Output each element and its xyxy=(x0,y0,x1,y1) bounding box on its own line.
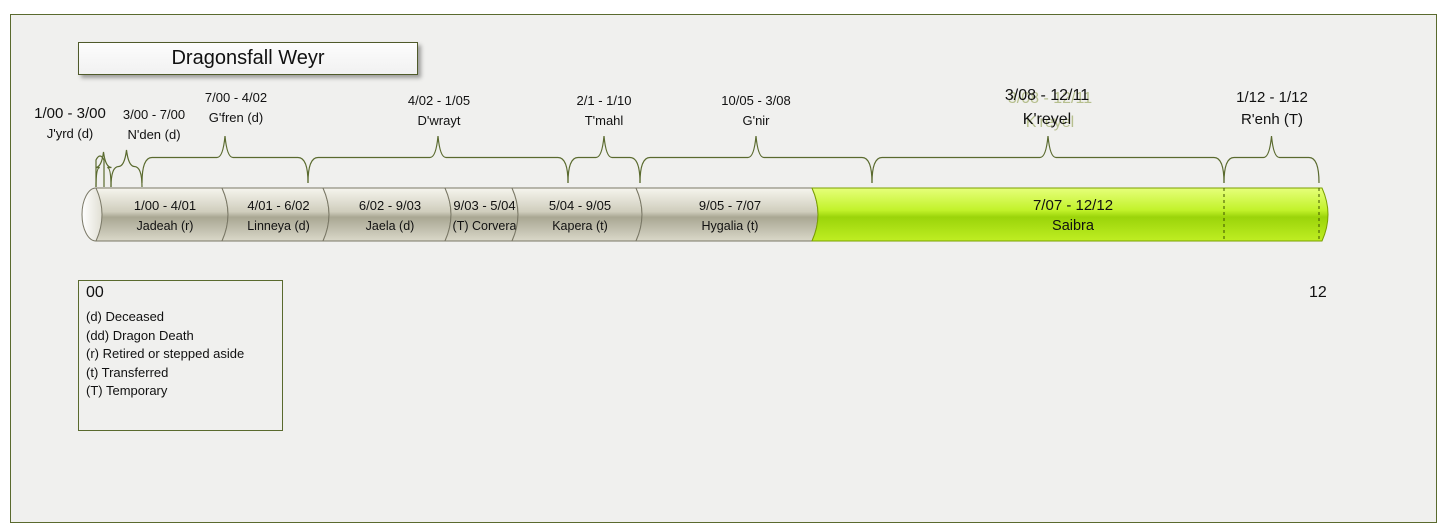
bracket-tick xyxy=(95,155,105,187)
legend-item-temporary: (T) Temporary xyxy=(86,383,168,398)
segment-shape xyxy=(221,187,330,242)
bracket-g-fren-d xyxy=(141,135,309,184)
title-box: Dragonsfall Weyr xyxy=(78,42,418,75)
weyrleader-dates: 2/1 - 1/10 xyxy=(577,93,632,108)
segment-shape xyxy=(95,187,229,242)
segment-shape xyxy=(635,187,819,242)
page-title: Dragonsfall Weyr xyxy=(171,47,325,69)
weyrwoman-name: Jadeah (r) xyxy=(137,219,194,233)
weyrleader-name: G'nir xyxy=(742,113,770,128)
legend-item-retired: (r) Retired or stepped aside xyxy=(86,346,245,361)
segment-shape xyxy=(444,187,519,242)
bracket-k-reyel xyxy=(871,135,1225,184)
weyrwoman-name: Linneya (d) xyxy=(247,219,310,233)
bracket-r-enh-t xyxy=(1223,135,1320,184)
weyrleader-name: N'den (d) xyxy=(127,127,180,142)
weyrwoman-dates: 1/00 - 4/01 xyxy=(134,198,196,213)
segment-shape xyxy=(511,187,643,242)
weyrwoman-dates: 7/07 - 12/12 xyxy=(1033,197,1113,214)
weyrleader-name: R'enh (T) xyxy=(1241,111,1303,128)
weyrleader-name: J'yrd (d) xyxy=(47,126,94,141)
weyrwoman-name: Kapera (t) xyxy=(552,219,608,233)
weyrleader-name: G'fren (d) xyxy=(209,110,264,125)
weyrleader-labels: 1/00 - 3/00J'yrd (d) 3/00 - 7/00N'den (d)… xyxy=(34,87,1308,142)
segment-shape xyxy=(811,187,1329,242)
weyrleader-n-den-d: 3/00 - 7/00N'den (d) xyxy=(123,107,185,142)
bracket-n-den-d xyxy=(110,149,143,188)
weyrleader-r-enh-t: 1/12 - 1/12R'enh (T) xyxy=(1236,89,1308,128)
weyrleader-g-nir: 10/05 - 3/08G'nir xyxy=(721,93,790,128)
weyrwoman-dates: 9/05 - 7/07 xyxy=(699,198,761,213)
weyrwoman-name: Saibra xyxy=(1052,218,1095,234)
bracket-d-wrayt xyxy=(307,135,569,184)
weyrleader-dates: 10/05 - 3/08 xyxy=(721,93,790,108)
weyrleader-name: D'wrayt xyxy=(418,113,461,128)
weyrwoman-segment-t-corvera: 9/03 - 5/04 (T) Corvera xyxy=(444,187,519,242)
bracket-j-yrd-d xyxy=(95,151,112,188)
weyrleader-dates: 4/02 - 1/05 xyxy=(408,93,470,108)
legend: 00 (d) Deceased (dd) Dragon Death (r) Re… xyxy=(78,280,283,431)
weyrleader-d-wrayt: 4/02 - 1/05D'wrayt xyxy=(408,93,470,128)
timeline-end-label: 12 xyxy=(1309,284,1327,301)
weyrleader-name-shadow: K'reyel xyxy=(1026,114,1074,131)
weyrleader-name: T'mahl xyxy=(585,113,624,128)
weyrleader-brackets xyxy=(95,135,1320,188)
segment-shape xyxy=(322,187,452,242)
weyrleader-j-yrd-d: 1/00 - 3/00J'yrd (d) xyxy=(34,105,106,141)
legend-heading: 00 xyxy=(86,284,104,301)
weyrleader-dates: 7/00 - 4/02 xyxy=(205,90,267,105)
weyrwoman-dates: 4/01 - 6/02 xyxy=(247,198,309,213)
weyrleader-dates: 3/08 - 12/11 xyxy=(1005,87,1089,104)
weyrleader-dates-shadow: 3/08 - 12/11 xyxy=(1008,90,1092,107)
legend-item-transferred: (t) Transferred xyxy=(86,364,169,380)
weyrleader-name: K'reyel xyxy=(1023,111,1071,128)
diagram-canvas xyxy=(10,14,1437,523)
legend-item-dragon-death: (dd) Dragon Death xyxy=(86,327,194,343)
weyrwoman-name: Hygalia (t) xyxy=(702,219,759,233)
weyrwoman-dates: 6/02 - 9/03 xyxy=(359,198,421,213)
weyrwoman-dates: 5/04 - 9/05 xyxy=(549,198,611,213)
weyrleader-dates: 1/12 - 1/12 xyxy=(1236,89,1308,106)
weyrleader-dates: 1/00 - 3/00 xyxy=(34,105,106,122)
weyrleader-dates: 3/00 - 7/00 xyxy=(123,107,185,122)
legend-item-deceased: (d) Deceased xyxy=(86,309,165,324)
weyrwoman-name: (T) Corvera xyxy=(453,219,517,233)
bracket-g-nir xyxy=(639,135,873,184)
bracket-t-mahl xyxy=(567,135,641,184)
weyrwoman-name: Jaela (d) xyxy=(366,219,415,233)
weyrleader-t-mahl: 2/1 - 1/10T'mahl xyxy=(577,93,632,128)
weyrleader-g-fren-d: 7/00 - 4/02G'fren (d) xyxy=(205,90,267,125)
weyrwoman-dates: 9/03 - 5/04 xyxy=(453,198,515,213)
